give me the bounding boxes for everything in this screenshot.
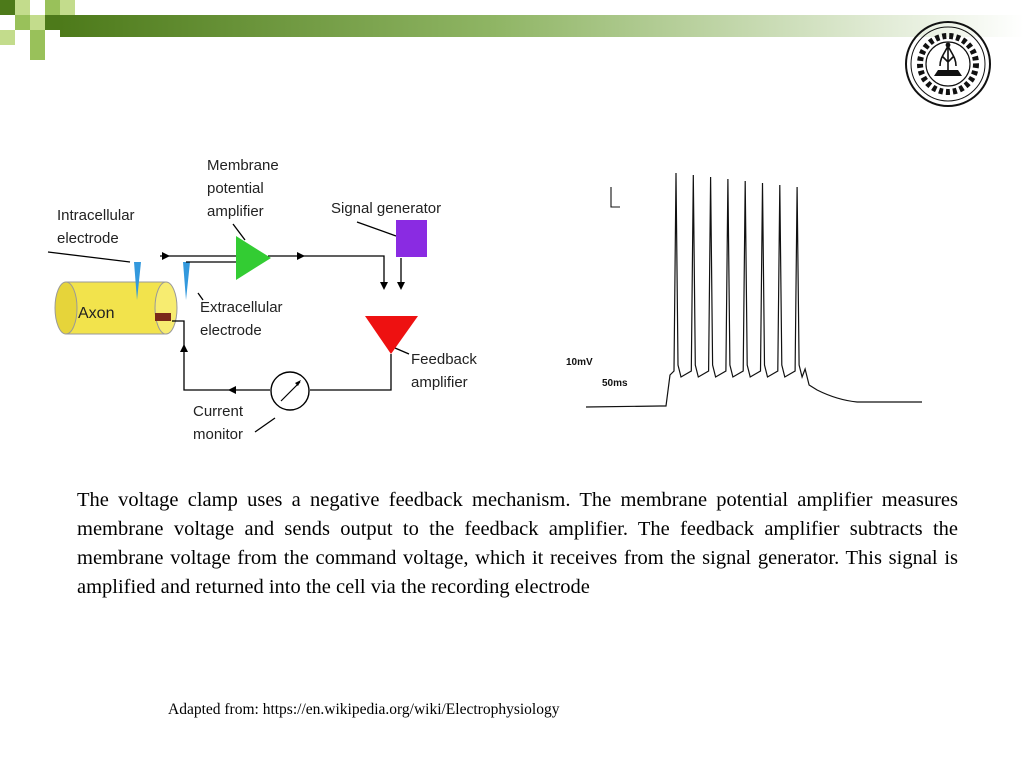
feedback-amplifier-label: Feedback amplifier [411, 351, 477, 391]
caption-paragraph: The voltage clamp uses a negative feedba… [77, 489, 958, 598]
intracellular-electrode-label: Intracellular electrode [57, 207, 135, 247]
header-decoration [0, 0, 1024, 60]
signal-generator-label: Signal generator [331, 200, 442, 217]
intracellular-electrode-icon [134, 262, 141, 300]
header-square [30, 45, 45, 60]
axon-label: Axon [78, 305, 115, 322]
axon [54, 281, 178, 335]
header-square [0, 0, 15, 15]
membrane-amplifier-label: Membrane potential amplifier [207, 157, 279, 220]
extracellular-electrode-label: Extracellular electrode [200, 299, 283, 339]
voltage-clamp-diagram [47, 220, 427, 433]
extracellular-electrode-icon [183, 262, 190, 300]
header-square [15, 15, 30, 30]
header-gradient-bar [60, 15, 1024, 37]
scale-time-label: 50ms [602, 378, 628, 389]
source-credit: Adapted from: https://en.wikipedia.org/w… [168, 701, 560, 718]
membrane-amplifier-icon [236, 236, 271, 280]
header-square [45, 0, 60, 15]
header-square [30, 30, 45, 45]
university-seal-icon [905, 21, 991, 107]
header-square [60, 0, 75, 15]
current-monitor-label: Current monitor [193, 403, 244, 443]
voltage-trace-line [585, 172, 922, 408]
header-square [0, 30, 15, 45]
header-square [15, 0, 30, 15]
feedback-amplifier-icon [365, 316, 418, 354]
signal-generator-icon [396, 220, 427, 257]
header-square [45, 15, 60, 30]
header-square [30, 15, 45, 30]
current-monitor-icon [270, 371, 310, 411]
scale-bar [610, 187, 620, 208]
axon-electrode-tip [155, 313, 171, 321]
scale-voltage-label: 10mV [566, 357, 593, 368]
action-potential-trace [585, 172, 922, 408]
